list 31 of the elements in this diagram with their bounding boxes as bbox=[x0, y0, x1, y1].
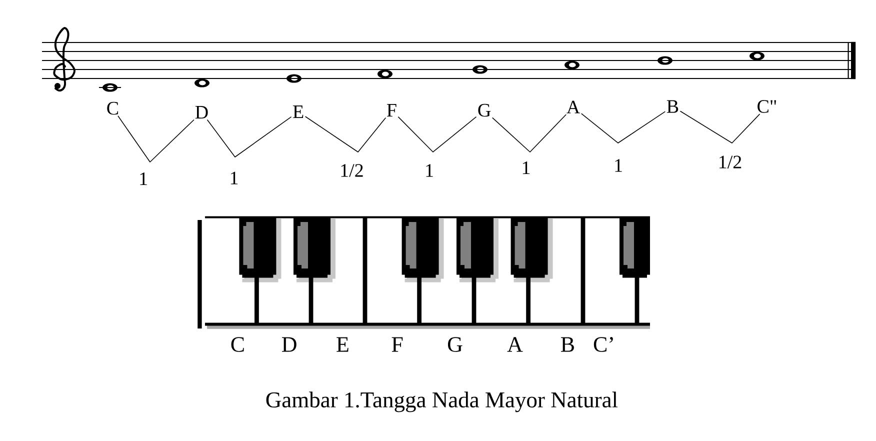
note-label: B bbox=[666, 100, 678, 113]
key-label: A bbox=[507, 337, 523, 352]
zigzag-line bbox=[304, 116, 386, 152]
note-label: A bbox=[566, 100, 580, 114]
note-label: F bbox=[386, 104, 396, 116]
zigzag-line bbox=[206, 116, 292, 158]
interval-label: 1 bbox=[426, 164, 433, 177]
interval-label: 1 bbox=[615, 159, 622, 172]
zigzag-line bbox=[492, 114, 566, 152]
interval-label: 1/2 bbox=[720, 156, 742, 168]
key-label: B bbox=[561, 337, 574, 352]
note-label: D bbox=[195, 106, 208, 119]
interval-label: 1 bbox=[140, 172, 147, 185]
key-label: D bbox=[282, 337, 296, 352]
note-label: C" bbox=[758, 100, 776, 113]
interval-label: 1 bbox=[230, 172, 238, 184]
zigzag-line bbox=[118, 115, 194, 162]
note-label: E bbox=[293, 106, 304, 118]
note-label: G bbox=[478, 104, 491, 117]
key-label: E bbox=[336, 337, 348, 352]
interval-label: 1/2 bbox=[341, 164, 363, 177]
zigzag-line bbox=[580, 111, 666, 144]
key-label: C’ bbox=[594, 337, 613, 352]
note-label: C bbox=[107, 102, 118, 115]
key-label: F bbox=[392, 337, 403, 352]
key-label: C bbox=[231, 337, 244, 352]
figure-caption: Gambar 1.Tangga Nada Mayor Natural bbox=[266, 392, 618, 412]
zigzag-line bbox=[398, 116, 477, 152]
zigzag-line bbox=[680, 110, 760, 144]
interval-label: 1 bbox=[522, 161, 530, 174]
key-label: G bbox=[448, 337, 462, 352]
